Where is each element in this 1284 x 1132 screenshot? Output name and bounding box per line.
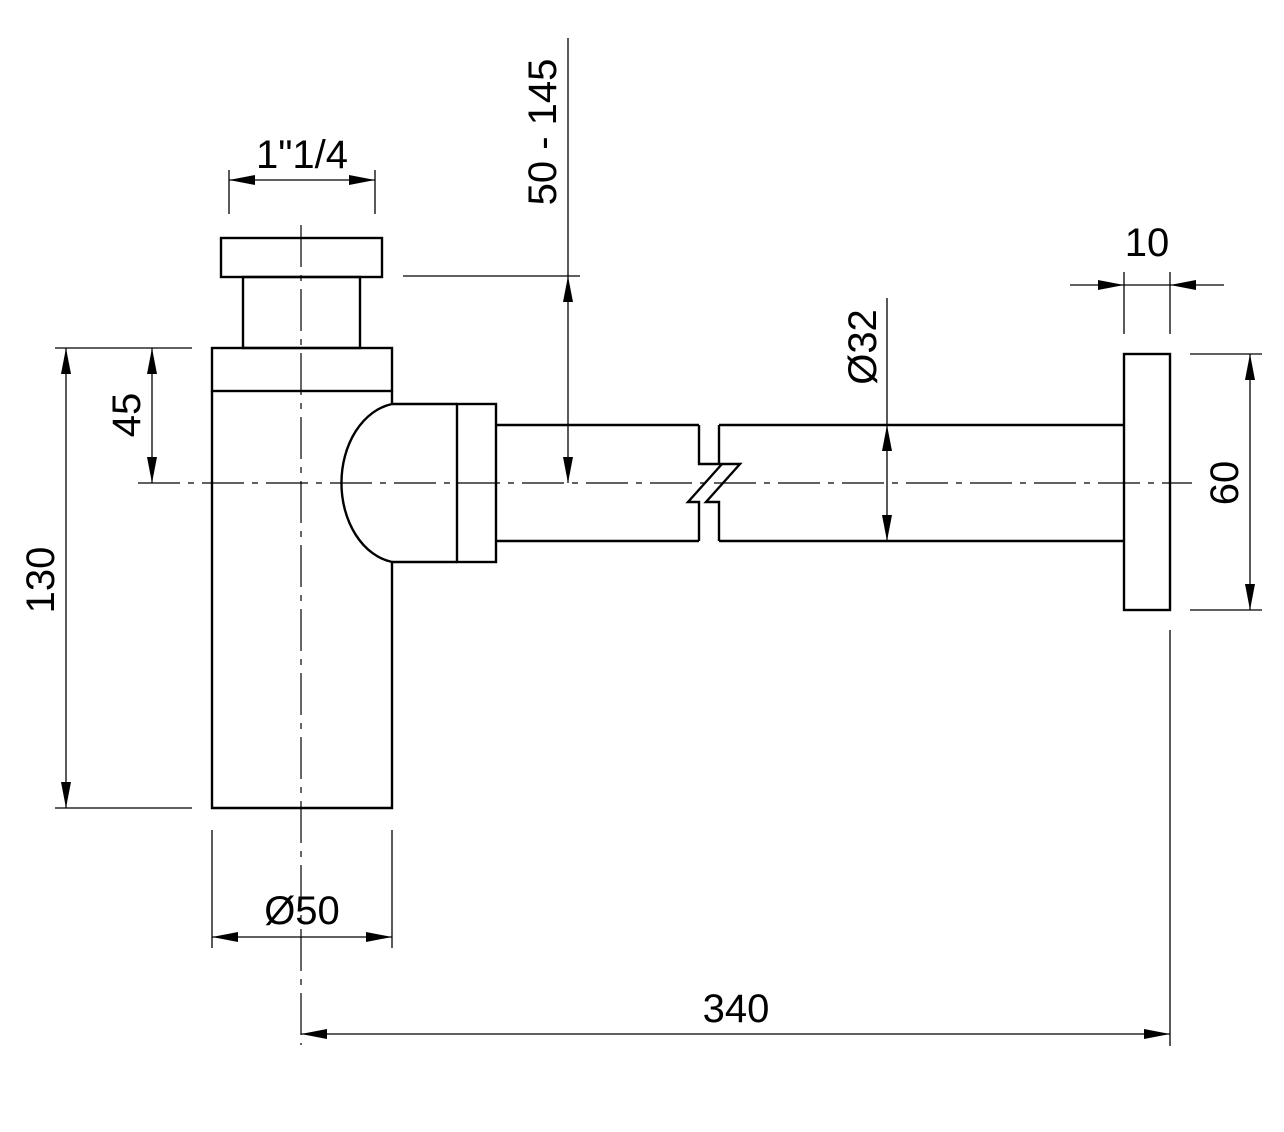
dimension-label-flange-thickness: 10 (1125, 221, 1170, 265)
dimension-body-diameter: Ø50 (211, 830, 393, 948)
dimension-inlet-offset: 45 (105, 348, 157, 483)
trap-bottle (210, 391, 394, 810)
dimension-total-height: 130 (19, 347, 192, 809)
wall-flange (1122, 352, 1172, 612)
dimension-total-length: 340 (301, 630, 1171, 1046)
dimension-pipe-diameter: Ø32 (841, 298, 892, 541)
center-lines (138, 225, 1192, 1045)
dimension-label-total-length: 340 (703, 987, 770, 1031)
dimension-label-body-diameter: Ø50 (264, 889, 340, 933)
dimension-flange-thickness: 10 (1070, 221, 1224, 334)
dimension-height-range: 50 - 145 (403, 38, 580, 483)
elbow-lines (392, 402, 457, 564)
bottle-trap-body (210, 236, 1172, 810)
outlet-pipe-right (719, 423, 1124, 543)
dimension-flange-diameter: 60 (1190, 353, 1262, 611)
trap-collar (210, 346, 394, 393)
outlet-pipe-left (496, 423, 699, 543)
dimension-label-connection: 1"1/4 (256, 133, 348, 177)
dimension-label-flange-diameter: 60 (1203, 461, 1247, 506)
dimension-label-inlet-offset: 45 (105, 393, 149, 438)
dimension-connection: 1"1/4 (228, 133, 376, 214)
dimension-label-height-range: 50 - 145 (521, 59, 565, 206)
dimension-label-pipe-diameter: Ø32 (841, 309, 885, 385)
dimension-label-total-height: 130 (19, 547, 63, 614)
